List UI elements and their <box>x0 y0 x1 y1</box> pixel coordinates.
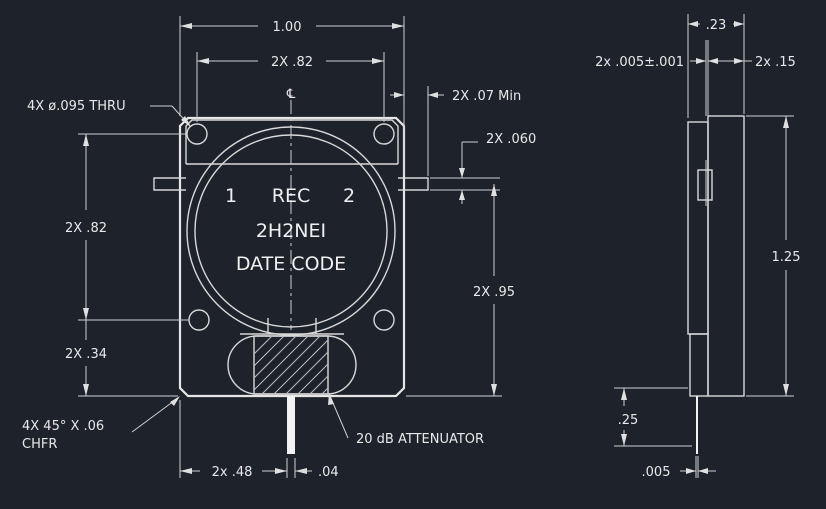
lower-neck <box>240 318 344 335</box>
dim-pin-offset: 2x .48 <box>212 465 253 480</box>
mounting-hole-top-left <box>186 123 208 145</box>
side-cover <box>687 121 709 335</box>
callout-attenuator: 20 dB ATTENUATOR <box>356 432 484 447</box>
centerline-symbol: ℄ <box>286 87 296 102</box>
dim-pin-length: .25 <box>618 413 639 428</box>
side-view <box>687 40 745 454</box>
part-number: 2H2NEI <box>256 220 326 242</box>
dim-lower-hole-offset: 2X .34 <box>65 347 107 362</box>
callout-holes: 4X ø.095 THRU <box>27 99 126 114</box>
dim-side-flange-right: 2x .15 <box>755 55 796 70</box>
callout-chamfer-line1: 4X 45° X .06 <box>22 419 104 434</box>
mounting-hole-bottom-left <box>188 309 210 331</box>
dim-height: 1.25 <box>772 250 801 265</box>
attenuator-hatch <box>254 336 328 394</box>
side-body <box>707 115 745 397</box>
dim-tab-width: 2X .060 <box>486 132 536 147</box>
dim-side-thickness: .23 <box>706 18 727 33</box>
body-outline <box>178 116 406 398</box>
attenuator-housing <box>227 335 357 395</box>
dim-pin-offset-side: .005 <box>642 465 671 480</box>
dim-pin-width: .04 <box>318 465 339 480</box>
attenuator-block <box>253 335 329 395</box>
dim-tab-spacing: 2X .95 <box>473 285 515 300</box>
side-attenuator <box>689 333 709 397</box>
front-dimensions: 1.00 2X .82 4X ø.095 THRU 2X .82 2X .34 … <box>22 16 536 480</box>
dim-hole-spacing-y: 2X .82 <box>65 221 107 236</box>
dim-tab-length: 2X .07 Min <box>452 89 521 104</box>
tab-left <box>153 177 186 191</box>
date-code: DATE CODE <box>236 253 346 275</box>
mounting-hole-top-right <box>373 123 395 145</box>
dim-hole-spacing-x: 2X .82 <box>271 55 313 70</box>
dim-side-flange: 2x .005±.001 <box>595 55 684 70</box>
front-view: 1 REC 2 2H2NEI DATE CODE ℄ <box>153 87 429 454</box>
tab-right <box>398 177 429 191</box>
rec-label: REC <box>272 185 310 207</box>
callout-chamfer-line2: CHFR <box>22 437 57 452</box>
side-pin <box>696 396 698 454</box>
port-1-label: 1 <box>225 185 237 207</box>
port-2-label: 2 <box>343 185 355 207</box>
cover-plate <box>185 119 399 164</box>
dim-overall-width: 1.00 <box>273 20 302 35</box>
side-tab <box>697 169 713 201</box>
side-dimensions: .23 2x .005±.001 2x .15 1.25 .25 .005 <box>595 14 800 480</box>
ground-pin <box>287 396 295 454</box>
mounting-hole-bottom-right <box>373 309 395 331</box>
